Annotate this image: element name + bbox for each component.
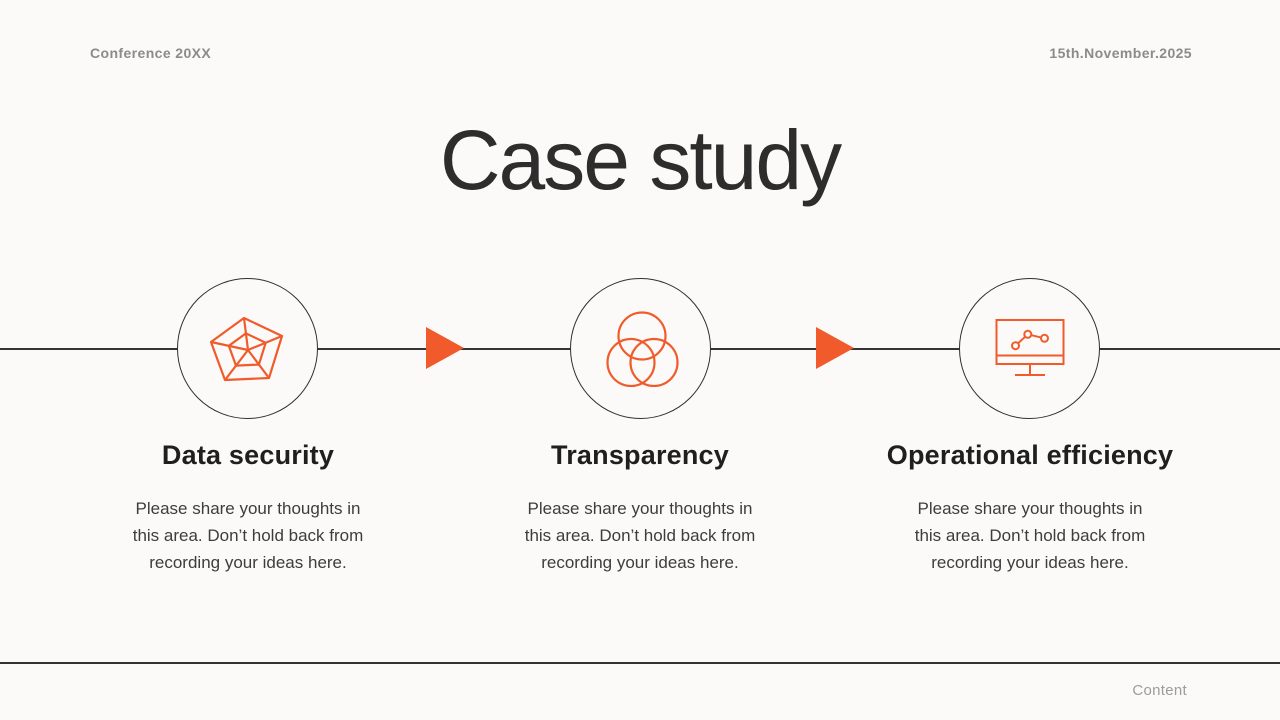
slide-title: Case study	[439, 113, 842, 207]
step-body-line: recording your ideas here.	[149, 553, 347, 572]
footer-divider	[0, 662, 1280, 664]
step-column-operational-efficiency: Operational efficiency Please share your…	[862, 440, 1198, 576]
monitor-chart-icon	[990, 318, 1070, 380]
step-circle-transparency	[570, 278, 711, 419]
step-title: Transparency	[551, 440, 729, 470]
step-column-transparency: Transparency Please share your thoughts …	[490, 440, 790, 576]
step-body-line: this area. Don’t hold back from	[132, 526, 364, 545]
step-body-line: Please share your thoughts in	[135, 499, 361, 518]
step-body-line: recording your ideas here.	[541, 553, 739, 572]
venn-diagram-icon	[602, 310, 680, 387]
step-body-line: Please share your thoughts in	[527, 499, 753, 518]
footer-section-label: Content	[1132, 682, 1187, 699]
step-column-data-security: Data security Please share your thoughts…	[98, 440, 398, 576]
step-circle-data-security	[177, 278, 318, 419]
step-body: Please share your thoughts in this area.…	[490, 495, 790, 576]
date-label: 15th.November.2025	[1049, 45, 1192, 61]
step-body: Please share your thoughts in this area.…	[862, 495, 1198, 576]
step-body-line: this area. Don’t hold back from	[524, 526, 756, 545]
arrow-right-icon	[426, 327, 464, 369]
step-circle-operational-efficiency	[959, 278, 1100, 419]
step-title: Data security	[161, 440, 335, 470]
step-title: Operational efficiency	[886, 440, 1174, 470]
step-body-line: this area. Don’t hold back from	[914, 526, 1146, 545]
step-body-line: recording your ideas here.	[931, 553, 1129, 572]
conference-label: Conference 20XX	[90, 45, 212, 61]
radar-chart-icon	[209, 316, 287, 382]
arrow-right-icon	[816, 327, 854, 369]
step-body-line: Please share your thoughts in	[917, 499, 1143, 518]
step-body: Please share your thoughts in this area.…	[98, 495, 398, 576]
